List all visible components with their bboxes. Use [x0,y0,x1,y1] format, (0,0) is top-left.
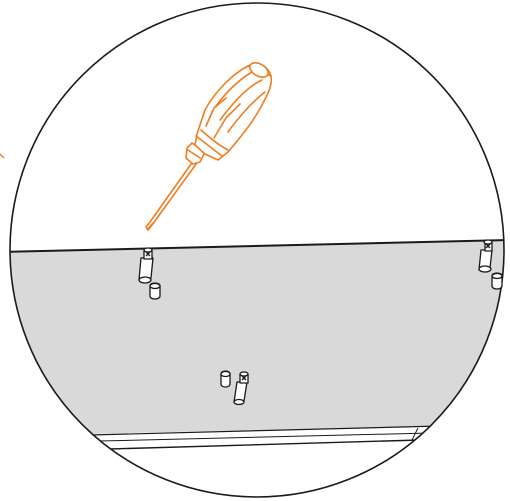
board-bottom-edge [89,425,441,436]
cam-bolt-inserted-1 [138,247,154,284]
dowel-3 [220,370,231,388]
dowel-2 [491,272,503,290]
board-bottom-edge-2 [99,432,431,442]
screwdriver-icon [145,61,273,231]
cam-bolt-inserted-2 [478,239,493,273]
detail-circle-border [9,2,505,498]
board-bottom-strip [10,424,504,497]
cam-bolt-inserted-3 [233,371,249,406]
board-bottom-edge-3 [109,439,421,450]
dowel-1 [149,282,161,300]
leader-tick [0,153,5,159]
panel-top-edge [10,239,504,253]
board-right-edge [411,427,419,441]
